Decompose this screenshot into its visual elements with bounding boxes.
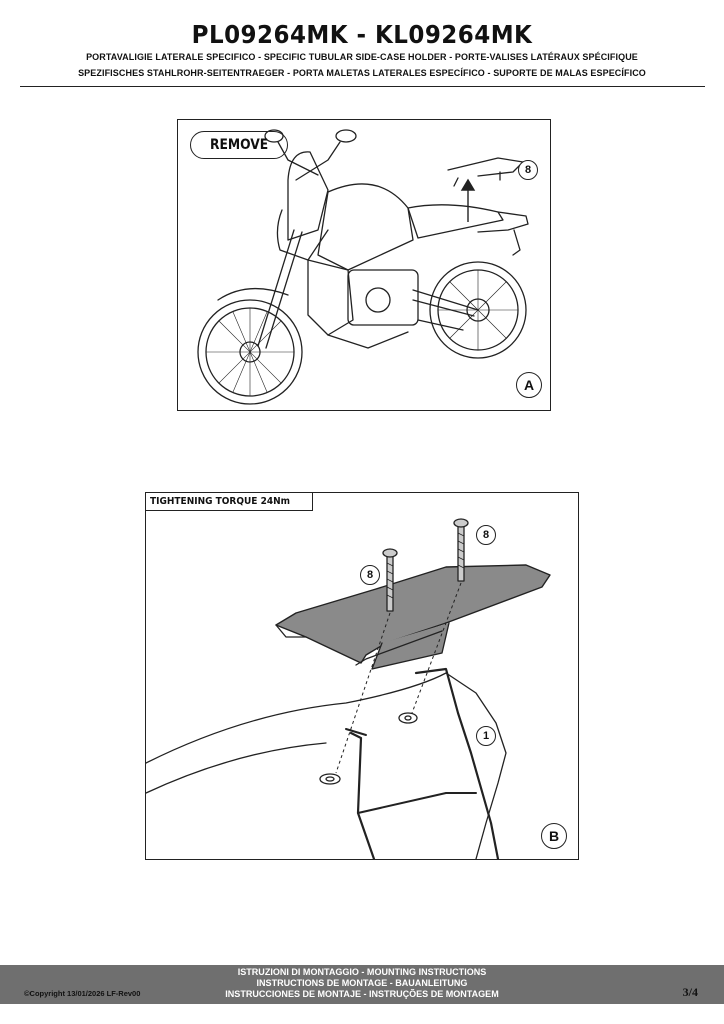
header-divider — [20, 86, 705, 87]
copyright: ©Copyright 13/01/2026 LF-Rev00 — [24, 989, 141, 998]
page-number: 3/4 — [682, 985, 698, 999]
subtitle-line-2: SPEZIFISCHES STAHLROHR-SEITENTRAEGER - P… — [78, 68, 646, 78]
removal-arrow — [460, 178, 476, 222]
footer-instructions: ISTRUZIONI DI MONTAGGIO - MOUNTING INSTR… — [0, 967, 724, 1000]
footer-bar: ISTRUZIONI DI MONTAGGIO - MOUNTING INSTR… — [0, 965, 724, 1004]
screw-left — [382, 548, 398, 612]
part-callout-1: 1 — [476, 726, 496, 746]
part-callout-8: 8 — [518, 160, 538, 180]
document-title: PL09264MK - KL09264MK — [191, 20, 533, 49]
tightening-torque-label: TIGHTENING TORQUE 24Nm — [146, 493, 313, 511]
part-callout-8-left: 8 — [360, 565, 380, 585]
rack-mount-illustration — [146, 518, 551, 859]
figure-b-mount-rack: TIGHTENING TORQUE 24Nm 8 8 1 B — [145, 492, 579, 860]
footer-line-2: INSTRUCTIONS DE MONTAGE - BAUANLEITUNG — [256, 978, 468, 989]
alignment-lines — [335, 582, 462, 774]
figure-a-remove-rack: REMOVE 8 A — [177, 119, 551, 411]
subtitle-line-1: PORTAVALIGIE LATERALE SPECIFICO - SPECIF… — [86, 52, 638, 62]
screw-right — [453, 518, 469, 582]
part-callout-8-right: 8 — [476, 525, 496, 545]
footer-line-1: ISTRUZIONI DI MONTAGGIO - MOUNTING INSTR… — [237, 967, 487, 978]
remove-label: REMOVE — [190, 131, 288, 159]
view-letter-b: B — [541, 823, 567, 849]
motorcycle-illustration — [197, 129, 529, 405]
footer-line-3: INSTRUCCIONES DE MONTAJE - INSTRUÇÕES DE… — [225, 989, 499, 1000]
view-letter-a: A — [516, 372, 542, 398]
